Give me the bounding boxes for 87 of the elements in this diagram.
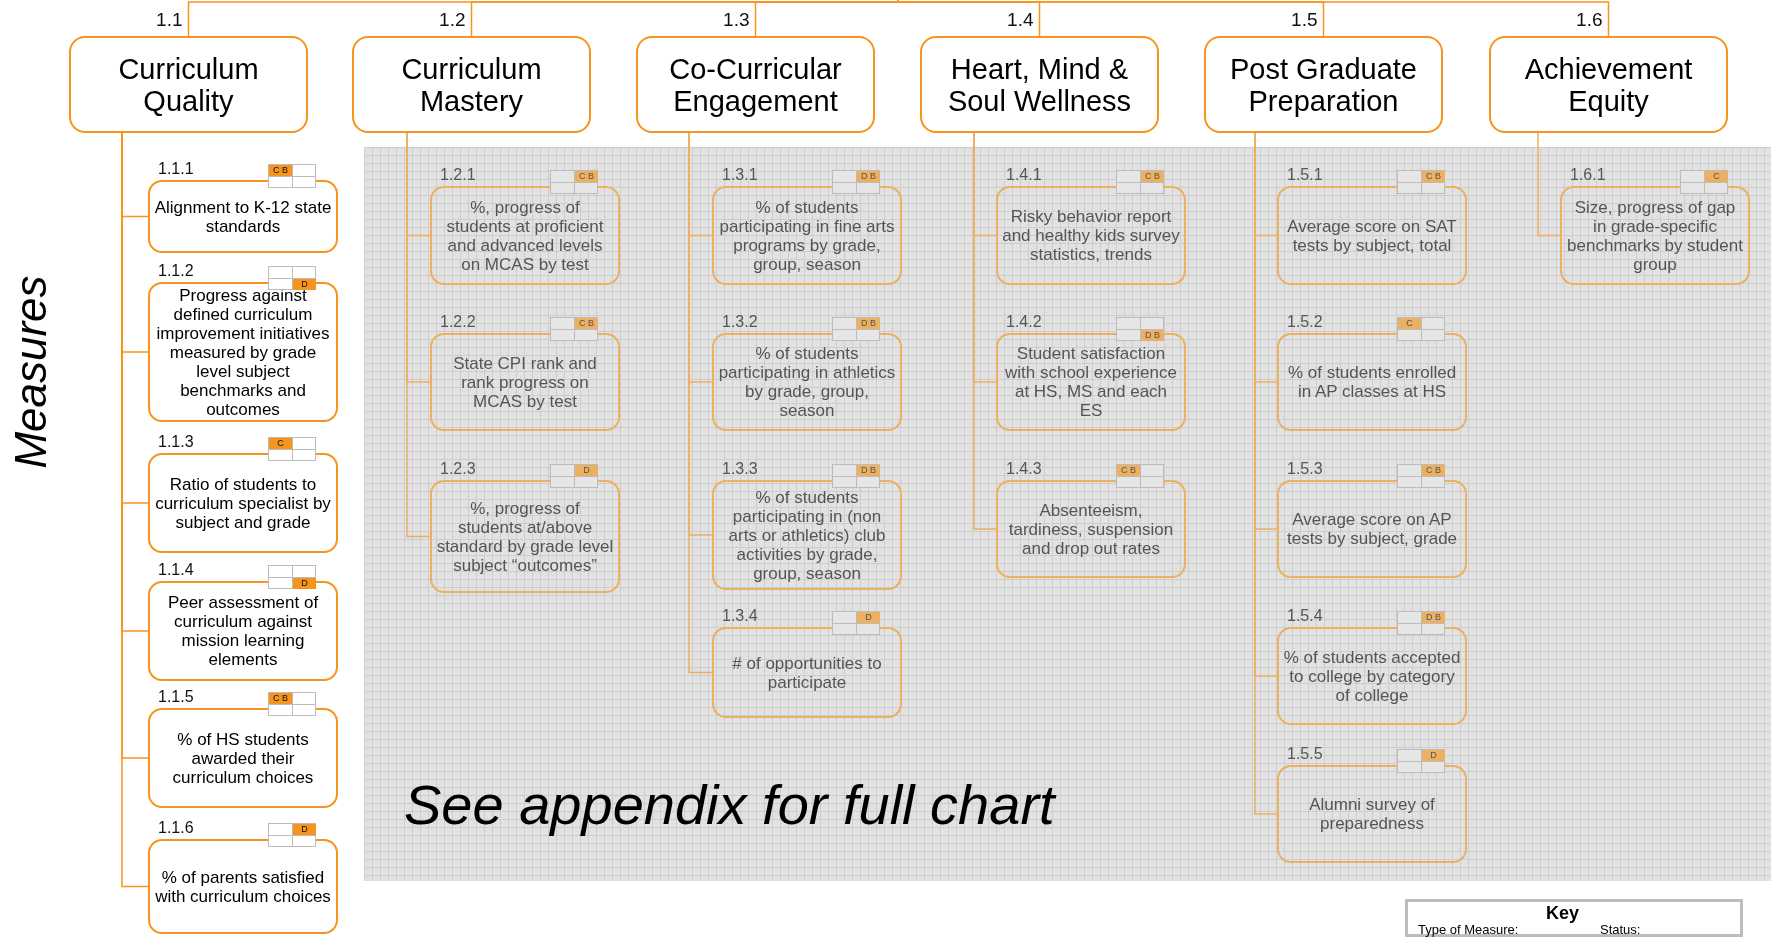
connector-line bbox=[897, 0, 1610, 37]
measure-code: C B bbox=[269, 693, 292, 704]
measure-text: %, progress of students at/above standard by grade level subject “outcomes” bbox=[436, 498, 614, 575]
category-title: Heart, Mind & Soul Wellness bbox=[946, 52, 1133, 117]
measure-text: Student satisfaction with school experience at HS, MS and each ES bbox=[1004, 344, 1178, 420]
category-number: 1.6 bbox=[1576, 9, 1603, 31]
measure-code: C B bbox=[269, 165, 292, 176]
measure-text: Size, progress of gap in grade-specific benchmarks by student group bbox=[1566, 197, 1744, 274]
measure-text: Absenteeism, tardiness, suspension and drop out rates bbox=[1007, 500, 1175, 558]
category-title: Post Graduate Preparation bbox=[1229, 52, 1418, 117]
measure-code: D bbox=[575, 465, 598, 476]
measure-text: % of students participating in (non arts or athletics) club activities by grade, group, season bbox=[727, 487, 887, 583]
measure-text: Average score on AP tests by subject, grade bbox=[1285, 510, 1459, 548]
measure-number: 1.3.4 bbox=[722, 607, 758, 625]
measure-code: C B bbox=[1422, 465, 1445, 476]
measure-code: C B bbox=[1422, 171, 1445, 182]
measure-number: 1.3.2 bbox=[722, 313, 758, 331]
measure-text: # of opportunities to participate bbox=[731, 653, 883, 692]
measure-text: State CPI rank and rank progress on MCAS by test bbox=[452, 353, 598, 411]
measure-number: 1.1.5 bbox=[158, 688, 194, 706]
measure-number: 1.3.1 bbox=[722, 166, 758, 184]
category-number: 1.2 bbox=[439, 9, 466, 31]
measure-code: D bbox=[1422, 750, 1445, 761]
category-number: 1.5 bbox=[1291, 9, 1318, 31]
measure-number: 1.5.3 bbox=[1287, 460, 1323, 478]
measure-code: D bbox=[293, 824, 316, 835]
measure-text: Alumni survey of preparedness bbox=[1308, 795, 1436, 833]
measure-code: C B bbox=[1141, 171, 1164, 182]
category-title: Co-Curricular Engagement bbox=[668, 52, 843, 117]
key-text: Status: bbox=[1600, 922, 1641, 937]
measure-number: 1.1.3 bbox=[158, 433, 194, 451]
measure-code: D B bbox=[857, 465, 880, 476]
measure-number: 1.4.3 bbox=[1006, 460, 1042, 478]
measure-number: 1.4.2 bbox=[1006, 313, 1042, 331]
measure-text: Ratio of students to curriculum specialist by subject and grade bbox=[154, 474, 332, 532]
measure-text: Risky behavior report and healthy kids survey statistics, trends bbox=[1002, 207, 1180, 264]
measure-code: D B bbox=[857, 171, 880, 182]
key-text: Type of Measure: bbox=[1418, 922, 1519, 937]
measure-code: D bbox=[293, 279, 316, 290]
category-title: Curriculum Quality bbox=[117, 52, 260, 117]
side-label: Measures bbox=[6, 275, 56, 469]
measure-number: 1.5.5 bbox=[1287, 745, 1323, 763]
measure-number: 1.2.1 bbox=[440, 166, 476, 184]
measure-number: 1.3.3 bbox=[722, 460, 758, 478]
measure-code: D B bbox=[857, 318, 880, 329]
measure-text: % of HS students awarded their curriculum choices bbox=[171, 729, 315, 787]
measure-code: C B bbox=[575, 318, 598, 329]
measure-text: % of students accepted to college by category of college bbox=[1283, 647, 1461, 705]
key-title: Key bbox=[1546, 903, 1580, 924]
measure-number: 1.1.4 bbox=[158, 561, 194, 579]
measure-code: C B bbox=[575, 171, 598, 182]
note-text: See appendix for full chart bbox=[404, 772, 1055, 837]
measure-text: % of students enrolled in AP classes at HS bbox=[1286, 363, 1458, 401]
measure-number: 1.5.1 bbox=[1287, 166, 1323, 184]
measure-text: Alignment to K-12 state standards bbox=[154, 197, 332, 236]
measure-number: 1.6.1 bbox=[1570, 166, 1606, 184]
measure-code: D B bbox=[1141, 330, 1164, 341]
category-number: 1.3 bbox=[723, 9, 750, 31]
measure-number: 1.2.3 bbox=[440, 460, 476, 478]
measure-code: C bbox=[269, 438, 292, 449]
category-title: Achievement Equity bbox=[1523, 52, 1694, 117]
category-title: Curriculum Mastery bbox=[400, 52, 543, 117]
measure-number: 1.1.6 bbox=[158, 819, 194, 837]
measure-code: D B bbox=[1422, 612, 1445, 623]
measure-code: C bbox=[1398, 318, 1421, 329]
measure-number: 1.2.2 bbox=[440, 313, 476, 331]
measure-number: 1.5.4 bbox=[1287, 607, 1323, 625]
measure-text: %, progress of students at proficient and advanced levels on MCAS by test bbox=[445, 197, 605, 274]
measure-number: 1.1.1 bbox=[158, 160, 194, 178]
measure-text: Peer assessment of curriculum against mission learning elements bbox=[166, 593, 320, 669]
connector-line bbox=[973, 132, 997, 530]
connector-line bbox=[754, 0, 899, 37]
measure-code: C B bbox=[1117, 465, 1140, 476]
measure-code: D bbox=[293, 578, 316, 589]
connector-line bbox=[406, 132, 431, 538]
measure-number: 1.4.1 bbox=[1006, 166, 1042, 184]
measure-text: % of parents satisfied with curriculum choices bbox=[154, 867, 332, 906]
measure-text: % of students participating in fine arts programs by grade, group, season bbox=[718, 197, 896, 274]
measure-text: % of students participating in athletics by grade, group, season bbox=[718, 344, 896, 420]
connector-line bbox=[1537, 132, 1561, 237]
measure-code: D bbox=[857, 612, 880, 623]
category-number: 1.1 bbox=[156, 9, 183, 31]
measure-number: 1.5.2 bbox=[1287, 313, 1323, 331]
measure-number: 1.1.2 bbox=[158, 262, 194, 280]
category-number: 1.4 bbox=[1007, 9, 1034, 31]
measure-text: Average score on SAT tests by subject, total bbox=[1286, 216, 1458, 255]
measure-code: C bbox=[1705, 171, 1728, 182]
